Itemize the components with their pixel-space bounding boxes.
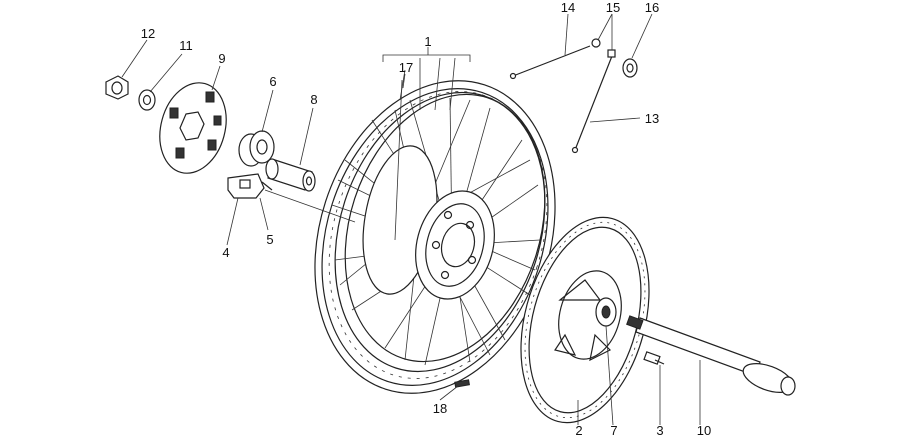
part-number-14: 14: [561, 0, 575, 15]
spare-spoke-14: [509, 38, 601, 80]
spoke-nipple: [622, 58, 638, 78]
part-number-10: 10: [697, 423, 711, 437]
nut: [105, 75, 129, 100]
bearing: [238, 130, 275, 167]
wheel-rim: [314, 80, 556, 394]
spacer-tube: [265, 158, 316, 192]
part-number-13: 13: [645, 111, 659, 126]
washer: [138, 89, 156, 111]
speedometer-drive: [227, 173, 273, 199]
part-labels: 1 2 3 4 5 6 7 8 9 10 11 12 13 14 15 16 1…: [141, 0, 711, 437]
part-number-8: 8: [310, 92, 317, 107]
bolt: [643, 351, 665, 365]
drive-plate: [159, 82, 227, 174]
part-number-17: 17: [399, 60, 413, 75]
spare-spoke-13: [571, 49, 616, 154]
part-number-2: 2: [575, 423, 582, 437]
balance-weight: [454, 379, 470, 388]
part-number-15: 15: [606, 0, 620, 15]
part-number-11: 11: [179, 38, 193, 53]
part-number-12: 12: [141, 26, 155, 41]
rim-band: [394, 79, 403, 241]
part-number-5: 5: [266, 232, 273, 247]
part-number-9: 9: [218, 51, 225, 66]
part-number-7: 7: [610, 423, 617, 437]
assembly-axis: [264, 189, 356, 223]
part-number-18: 18: [433, 401, 447, 416]
axle: [626, 315, 796, 396]
leader-lines: [121, 13, 701, 426]
part-number-16: 16: [645, 0, 659, 15]
wheel-hub: [362, 145, 495, 300]
part-number-4: 4: [222, 245, 229, 260]
part-number-3: 3: [656, 423, 663, 437]
part-number-6: 6: [269, 74, 276, 89]
seal-ring: [595, 297, 617, 327]
part-number-1: 1: [424, 34, 431, 49]
brake-disc: [520, 216, 650, 424]
